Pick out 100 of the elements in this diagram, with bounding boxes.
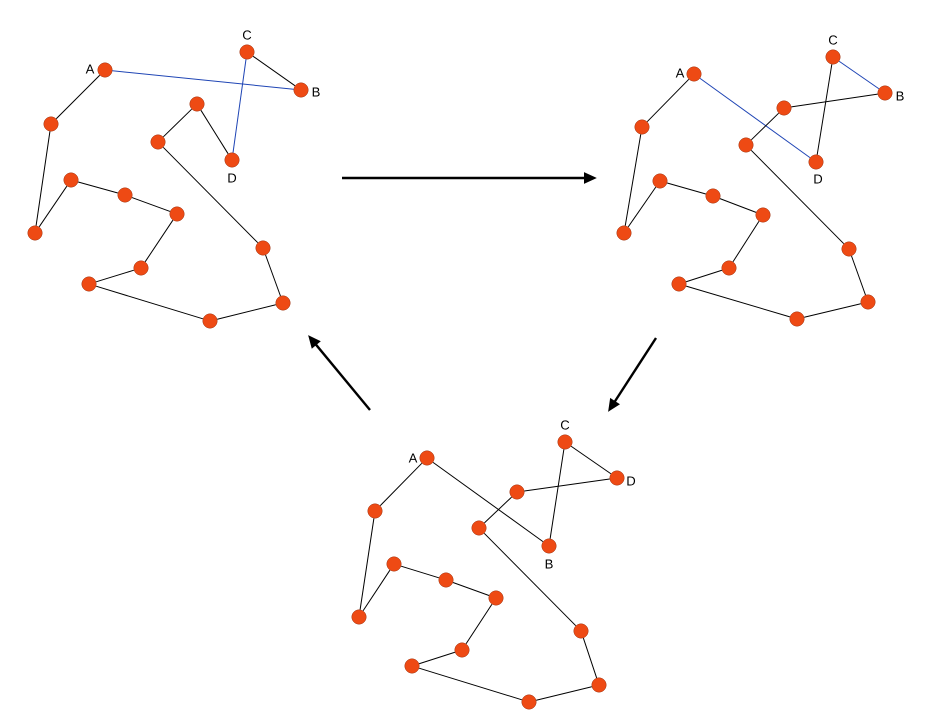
tour-edge — [790, 94, 878, 108]
vertex-dot — [82, 276, 96, 292]
vertex-dot — [294, 82, 308, 98]
tour-edge — [216, 304, 276, 320]
vertex-dot — [404, 658, 420, 674]
vertex-dot — [574, 624, 588, 638]
tour-edge — [686, 286, 790, 318]
vertex-dot — [826, 50, 840, 64]
tour-edge — [750, 112, 780, 140]
vertex-dot — [542, 538, 556, 554]
point-label: C — [242, 30, 252, 40]
vertex-dot — [240, 44, 254, 60]
vertex-dot — [706, 188, 720, 204]
tour-edge — [570, 446, 612, 474]
vertex-dot — [616, 226, 632, 240]
vertex-dot — [420, 450, 434, 466]
vertex-dot — [98, 62, 112, 78]
point-label: C — [828, 35, 838, 45]
tour-edge — [360, 518, 374, 610]
vertex-dot — [44, 116, 58, 132]
tour-edge — [838, 60, 880, 90]
point-label: A — [86, 64, 94, 74]
vertex-dot — [190, 96, 204, 112]
tour-edge — [252, 56, 296, 86]
tour-edge — [628, 186, 656, 228]
tour-edge — [362, 570, 390, 612]
tour-edge — [418, 652, 456, 664]
vertex-dot — [352, 610, 366, 624]
vertex-dot — [522, 694, 536, 710]
vertex-dot — [738, 138, 754, 152]
tour-edge — [162, 108, 192, 138]
tour-edge — [816, 64, 832, 156]
vertex-dot — [386, 556, 402, 572]
tour-edge — [112, 70, 294, 90]
vertex-dot — [224, 152, 240, 168]
tour-edge — [144, 220, 174, 262]
tour-edge — [78, 182, 118, 194]
vertex-dot — [652, 174, 668, 188]
tour-edge — [96, 270, 134, 282]
tour-edge — [851, 256, 866, 296]
vertex-dot — [558, 434, 572, 450]
vertex-dot — [134, 260, 148, 276]
vertex-dot — [808, 154, 824, 170]
tour-edge — [719, 198, 757, 213]
tour-edge — [56, 74, 100, 120]
point-label: C — [560, 420, 570, 430]
tour-edge — [132, 197, 170, 212]
vertex-dot — [28, 226, 42, 240]
vertex-dot — [454, 642, 470, 658]
tour-edge — [232, 58, 246, 154]
vertex-dot — [790, 312, 804, 326]
tour-edge — [484, 496, 512, 524]
tour-edge — [484, 532, 576, 626]
tour-edge — [452, 582, 490, 596]
tour-edge — [646, 78, 690, 122]
point-label: A — [676, 68, 684, 78]
vertex-dot — [438, 572, 454, 588]
vertex-dot — [686, 66, 702, 82]
tour-edge — [550, 448, 564, 540]
vertex-dot — [756, 208, 770, 222]
vertex-dot — [150, 134, 166, 150]
vertex-dot — [276, 296, 290, 310]
tour-edge — [666, 182, 706, 194]
vertex-dot — [860, 294, 876, 310]
tour-edge — [524, 478, 610, 492]
vertex-dot — [634, 120, 650, 134]
vertex-dot — [170, 206, 184, 222]
tour-edge — [265, 254, 281, 296]
vertex-dot — [472, 520, 486, 536]
tour-edge — [200, 110, 229, 154]
vertex-dot — [610, 470, 624, 486]
tour-edge — [750, 150, 844, 244]
vertex-dot — [592, 678, 606, 692]
tour-edge — [582, 638, 598, 678]
tour-edge — [804, 303, 862, 318]
vertex-dot — [488, 590, 504, 606]
tour-edge — [36, 130, 50, 226]
vertex-dot — [202, 314, 218, 328]
vertex-dot — [878, 86, 892, 100]
tour-edge — [418, 668, 522, 700]
vertex-dot — [722, 260, 736, 276]
vertex-dot — [118, 188, 132, 202]
tour-edge — [432, 462, 544, 542]
vertex-dot — [842, 242, 856, 256]
point-label: B — [546, 560, 553, 568]
tour-edge — [400, 566, 440, 578]
tour-edge — [38, 186, 68, 228]
vertex-dot — [64, 172, 78, 188]
vertex-dot — [776, 100, 792, 116]
point-label: D — [627, 476, 636, 486]
tour-edge — [162, 146, 258, 244]
point-label: D — [814, 174, 822, 184]
tour-edge — [380, 462, 422, 506]
vertex-dot — [256, 240, 270, 256]
point-label: A — [408, 454, 418, 462]
tour-edge — [732, 220, 760, 262]
tour-edge — [700, 78, 810, 158]
tour-edge — [536, 686, 592, 701]
tour-edge — [466, 604, 492, 644]
vertex-dot — [368, 504, 382, 518]
